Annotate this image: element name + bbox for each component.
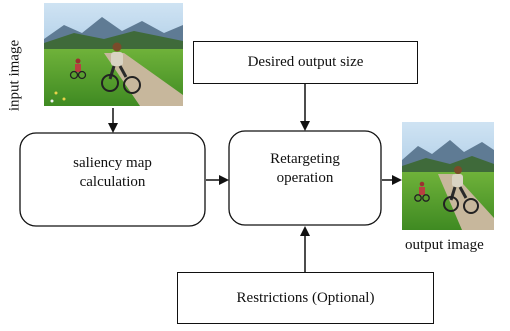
restrictions-label: Restrictions (Optional) <box>236 289 375 306</box>
retargeting-text: Retargeting operation <box>229 146 381 192</box>
retargeting-box <box>228 130 382 226</box>
output-image-label: output image <box>405 237 484 253</box>
saliency-map-line1: saliency map <box>73 155 152 171</box>
desired-output-size-box: Desired output size <box>193 41 418 84</box>
saliency-map-text: saliency map calculation <box>20 150 205 196</box>
saliency-map-line2: calculation <box>79 174 146 190</box>
input-image <box>44 3 183 106</box>
saliency-map-box <box>19 132 206 227</box>
restrictions-box: Restrictions (Optional) <box>177 272 434 324</box>
desired-output-size-label: Desired output size <box>247 54 364 70</box>
input-image-label: input image <box>6 39 23 112</box>
output-image <box>402 122 494 230</box>
retargeting-line1: Retargeting <box>270 151 340 167</box>
retargeting-line2: operation <box>276 170 334 186</box>
